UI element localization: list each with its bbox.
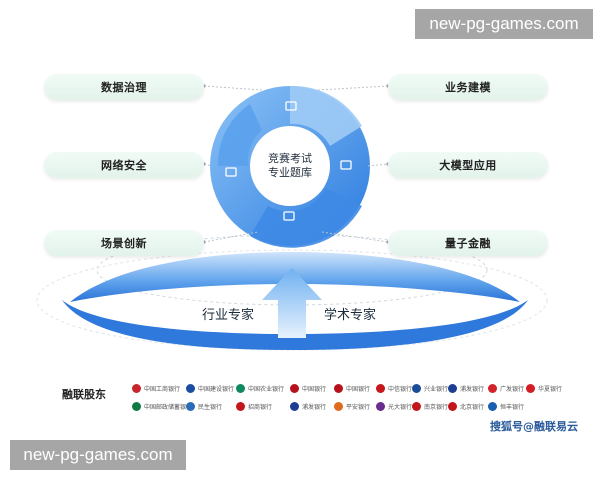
partner-logo: 中国银行 — [290, 382, 326, 394]
academic-expert-label: 学术专家 — [324, 308, 377, 323]
item-network-security: 网络安全 — [44, 152, 204, 178]
watermark-bottom: new-pg-games.com — [10, 440, 186, 470]
monitor-icon — [283, 211, 295, 221]
partner-logo: 中信银行 — [376, 382, 412, 394]
orbit-ellipse-outer — [36, 249, 548, 351]
source-credit: 搜狐号@融联易云 — [490, 420, 578, 433]
partner-logo: 浦发银行 — [290, 400, 326, 412]
item-llm-application: 大模型应用 — [388, 152, 548, 178]
monitor-icon — [285, 101, 297, 111]
partner-logo: 平安银行 — [334, 400, 370, 412]
partner-logo: 中国银行 — [334, 382, 370, 394]
item-scenario-innovation: 场景创新 — [44, 230, 204, 256]
partner-logo: 华夏银行 — [526, 382, 562, 394]
monitor-icon — [225, 167, 237, 177]
partner-logo: 中国邮政储蓄银行 — [132, 400, 192, 412]
partner-logo: 中国农业银行 — [236, 382, 284, 394]
center-line-1: 竞赛考试 — [268, 152, 312, 165]
partner-logo: 恒丰银行 — [488, 400, 524, 412]
partner-logo: 光大银行 — [376, 400, 412, 412]
partner-logo: 浦发银行 — [448, 382, 484, 394]
partner-logo: 兴业银行 — [412, 382, 448, 394]
partner-logo: 民生银行 — [186, 400, 222, 412]
partners-title: 融联股东 — [62, 388, 106, 401]
orbit-ellipse-inner — [96, 234, 488, 306]
base-arch-band — [62, 300, 528, 350]
monitor-icon — [340, 160, 352, 170]
item-business-modeling: 业务建模 — [388, 74, 548, 100]
item-quantum-finance: 量子金融 — [388, 230, 548, 256]
center-label: 竞赛考试 专业题库 — [262, 152, 318, 180]
item-data-governance: 数据治理 — [44, 74, 204, 100]
partner-logo: 北京银行 — [448, 400, 484, 412]
central-up-arrow — [262, 268, 322, 338]
partner-logo: 中国建设银行 — [186, 382, 234, 394]
partner-logo: 南京银行 — [412, 400, 448, 412]
ring-center — [250, 126, 330, 206]
center-line-2: 专业题库 — [268, 166, 312, 179]
watermark-top: new-pg-games.com — [415, 9, 593, 39]
partner-logo: 中国工商银行 — [132, 382, 180, 394]
partner-logo: 招商银行 — [236, 400, 272, 412]
industry-expert-label: 行业专家 — [202, 308, 255, 323]
partner-logo: 广发银行 — [488, 382, 524, 394]
